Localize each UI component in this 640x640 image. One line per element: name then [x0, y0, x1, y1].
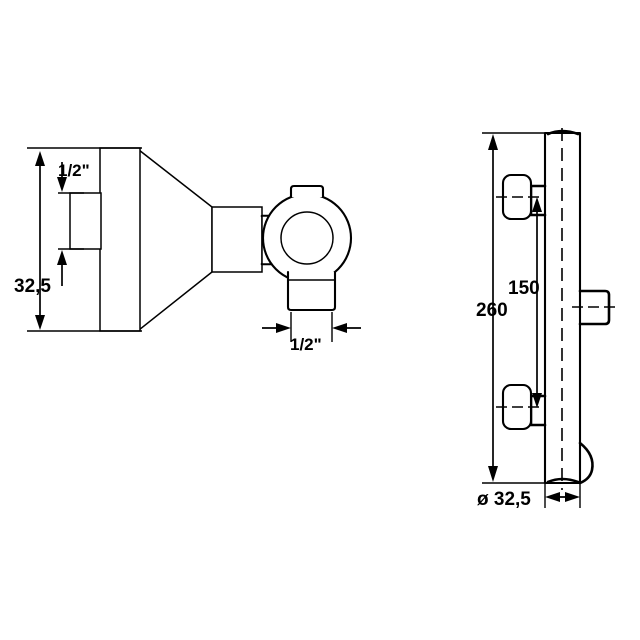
arrow-260-up [488, 134, 498, 150]
arrow-inlet-down [57, 177, 67, 192]
dim-label-bracket-spacing: 150 [508, 278, 540, 299]
neck-cylinder-shape [211, 206, 263, 273]
arrow-diameter-right [565, 492, 580, 502]
dim-label-outlet-thread: 1/2" [290, 335, 322, 354]
arrow-inlet-up [57, 250, 67, 265]
left-side-view: 32,5 1/2" 1/2" [14, 147, 361, 354]
valve-cap-inner-circle [280, 211, 334, 265]
dim-label-flange-height: 32,5 [14, 276, 51, 297]
arrow-260-down [488, 466, 498, 482]
arrow-outlet-left [332, 323, 347, 333]
dim-label-overall-height: 260 [476, 300, 508, 321]
arrow-32-5-up [35, 151, 45, 166]
arrow-150-up [532, 197, 542, 212]
cone-body-shape [138, 148, 213, 332]
dim-label-inlet-thread: 1/2" [58, 161, 90, 180]
dim-label-body-diameter: ø 32,5 [477, 489, 531, 510]
valve-top-tab [289, 184, 325, 199]
valve-body-circle [261, 192, 353, 284]
arrow-32-5-down [35, 315, 45, 330]
arrow-150-down [532, 393, 542, 408]
arrow-diameter-left [545, 492, 560, 502]
arrow-outlet-right [276, 323, 291, 333]
outlet-spout-shape [286, 270, 337, 312]
wall-flange-plate [99, 147, 141, 332]
right-front-view: 260 150 ø 32,5 [476, 128, 620, 510]
inlet-port-rect [69, 192, 102, 250]
body-bottom-lip [578, 441, 594, 485]
